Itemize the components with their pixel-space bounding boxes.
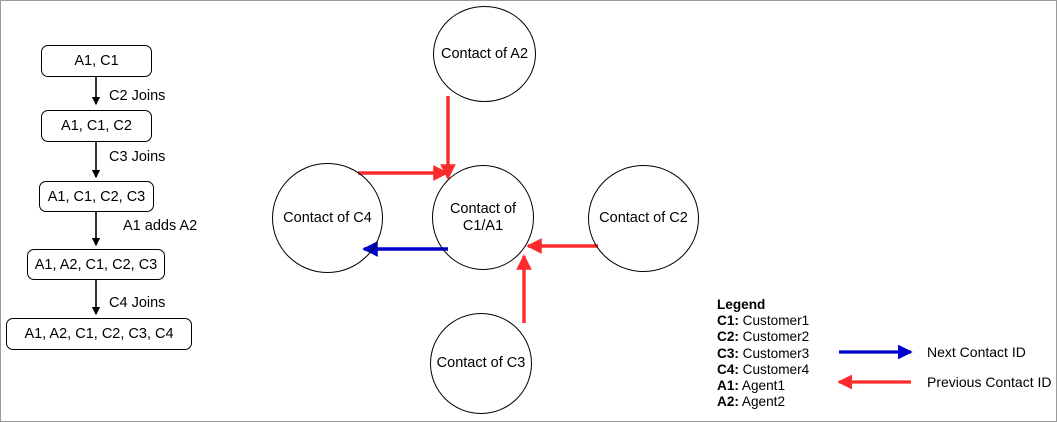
node-contact-of-c3-label: Contact of C3 (436, 355, 526, 372)
legend-row-c3: C3: Customer3 (717, 346, 809, 362)
transition-label-1: C2 Joins (109, 88, 166, 104)
flow-box-1-label: A1, C1 (74, 53, 119, 69)
legend-value-c4: Customer4 (738, 361, 810, 377)
node-contact-of-c3[interactable]: Contact of C3 (430, 313, 532, 414)
legend-row-c4: C4: Customer4 (717, 362, 809, 378)
graph-edges (358, 96, 598, 323)
flow-box-4-label: A1, A2, C1, C2, C3 (34, 256, 158, 273)
legend-row-a1: A1: Agent1 (717, 378, 809, 394)
legend-row-a2: A2: Agent2 (717, 394, 809, 410)
flow-box-4[interactable]: A1, A2, C1, C2, C3 (27, 249, 165, 280)
legend-sample-arrows (837, 344, 913, 390)
node-contact-of-a2-label: Contact of A2 (440, 45, 529, 62)
legend-label-next-contact-id: Next Contact ID (927, 344, 1026, 360)
flow-box-5-label: A1, A2, C1, C2, C3, C4 (24, 326, 174, 342)
flow-box-1[interactable]: A1, C1 (41, 45, 152, 77)
node-contact-of-c1-a1-label-line1: Contact of (449, 200, 517, 217)
legend-key-a2: A2: (717, 394, 739, 410)
legend: Legend C1: Customer1 C2: Customer2 C3: C… (717, 297, 809, 410)
legend-value-c1: Customer1 (738, 313, 810, 329)
node-contact-of-a2[interactable]: Contact of A2 (433, 6, 536, 102)
legend-value-c2: Customer2 (738, 329, 810, 345)
legend-label-previous-contact-id: Previous Contact ID (927, 374, 1052, 390)
legend-key-c3: C3: (717, 345, 739, 361)
legend-row-c2: C2: Customer2 (717, 329, 809, 345)
legend-value-a2: Agent2 (738, 394, 786, 410)
legend-value-c3: Customer3 (738, 345, 810, 361)
flow-box-3-label: A1, C1, C2, C3 (47, 188, 146, 205)
legend-value-a1: Agent1 (738, 378, 786, 394)
node-contact-of-c2-label: Contact of C2 (599, 210, 688, 227)
flow-box-3[interactable]: A1, C1, C2, C3 (39, 181, 154, 212)
transition-label-2: C3 Joins (109, 149, 166, 165)
node-contact-of-c1-a1[interactable]: Contact of C1/A1 (432, 165, 534, 270)
flow-box-5[interactable]: A1, A2, C1, C2, C3, C4 (6, 318, 192, 350)
legend-key-c1: C1: (717, 313, 739, 329)
legend-key-a1: A1: (717, 378, 739, 394)
flow-box-2[interactable]: A1, C1, C2 (41, 110, 152, 142)
node-contact-of-c4-label: Contact of C4 (283, 209, 372, 226)
legend-title: Legend (717, 297, 766, 312)
legend-key-c2: C2: (717, 329, 739, 345)
flow-box-2-label: A1, C1, C2 (61, 118, 132, 134)
node-contact-of-c2[interactable]: Contact of C2 (588, 165, 699, 272)
legend-row-c1: C1: Customer1 (717, 313, 809, 329)
node-contact-of-c1-a1-label-line2: C1/A1 (462, 217, 504, 234)
node-contact-of-c4[interactable]: Contact of C4 (272, 163, 383, 273)
transition-label-3: A1 adds A2 (123, 218, 198, 234)
transition-label-4: C4 Joins (109, 295, 166, 311)
legend-key-c4: C4: (717, 361, 739, 377)
